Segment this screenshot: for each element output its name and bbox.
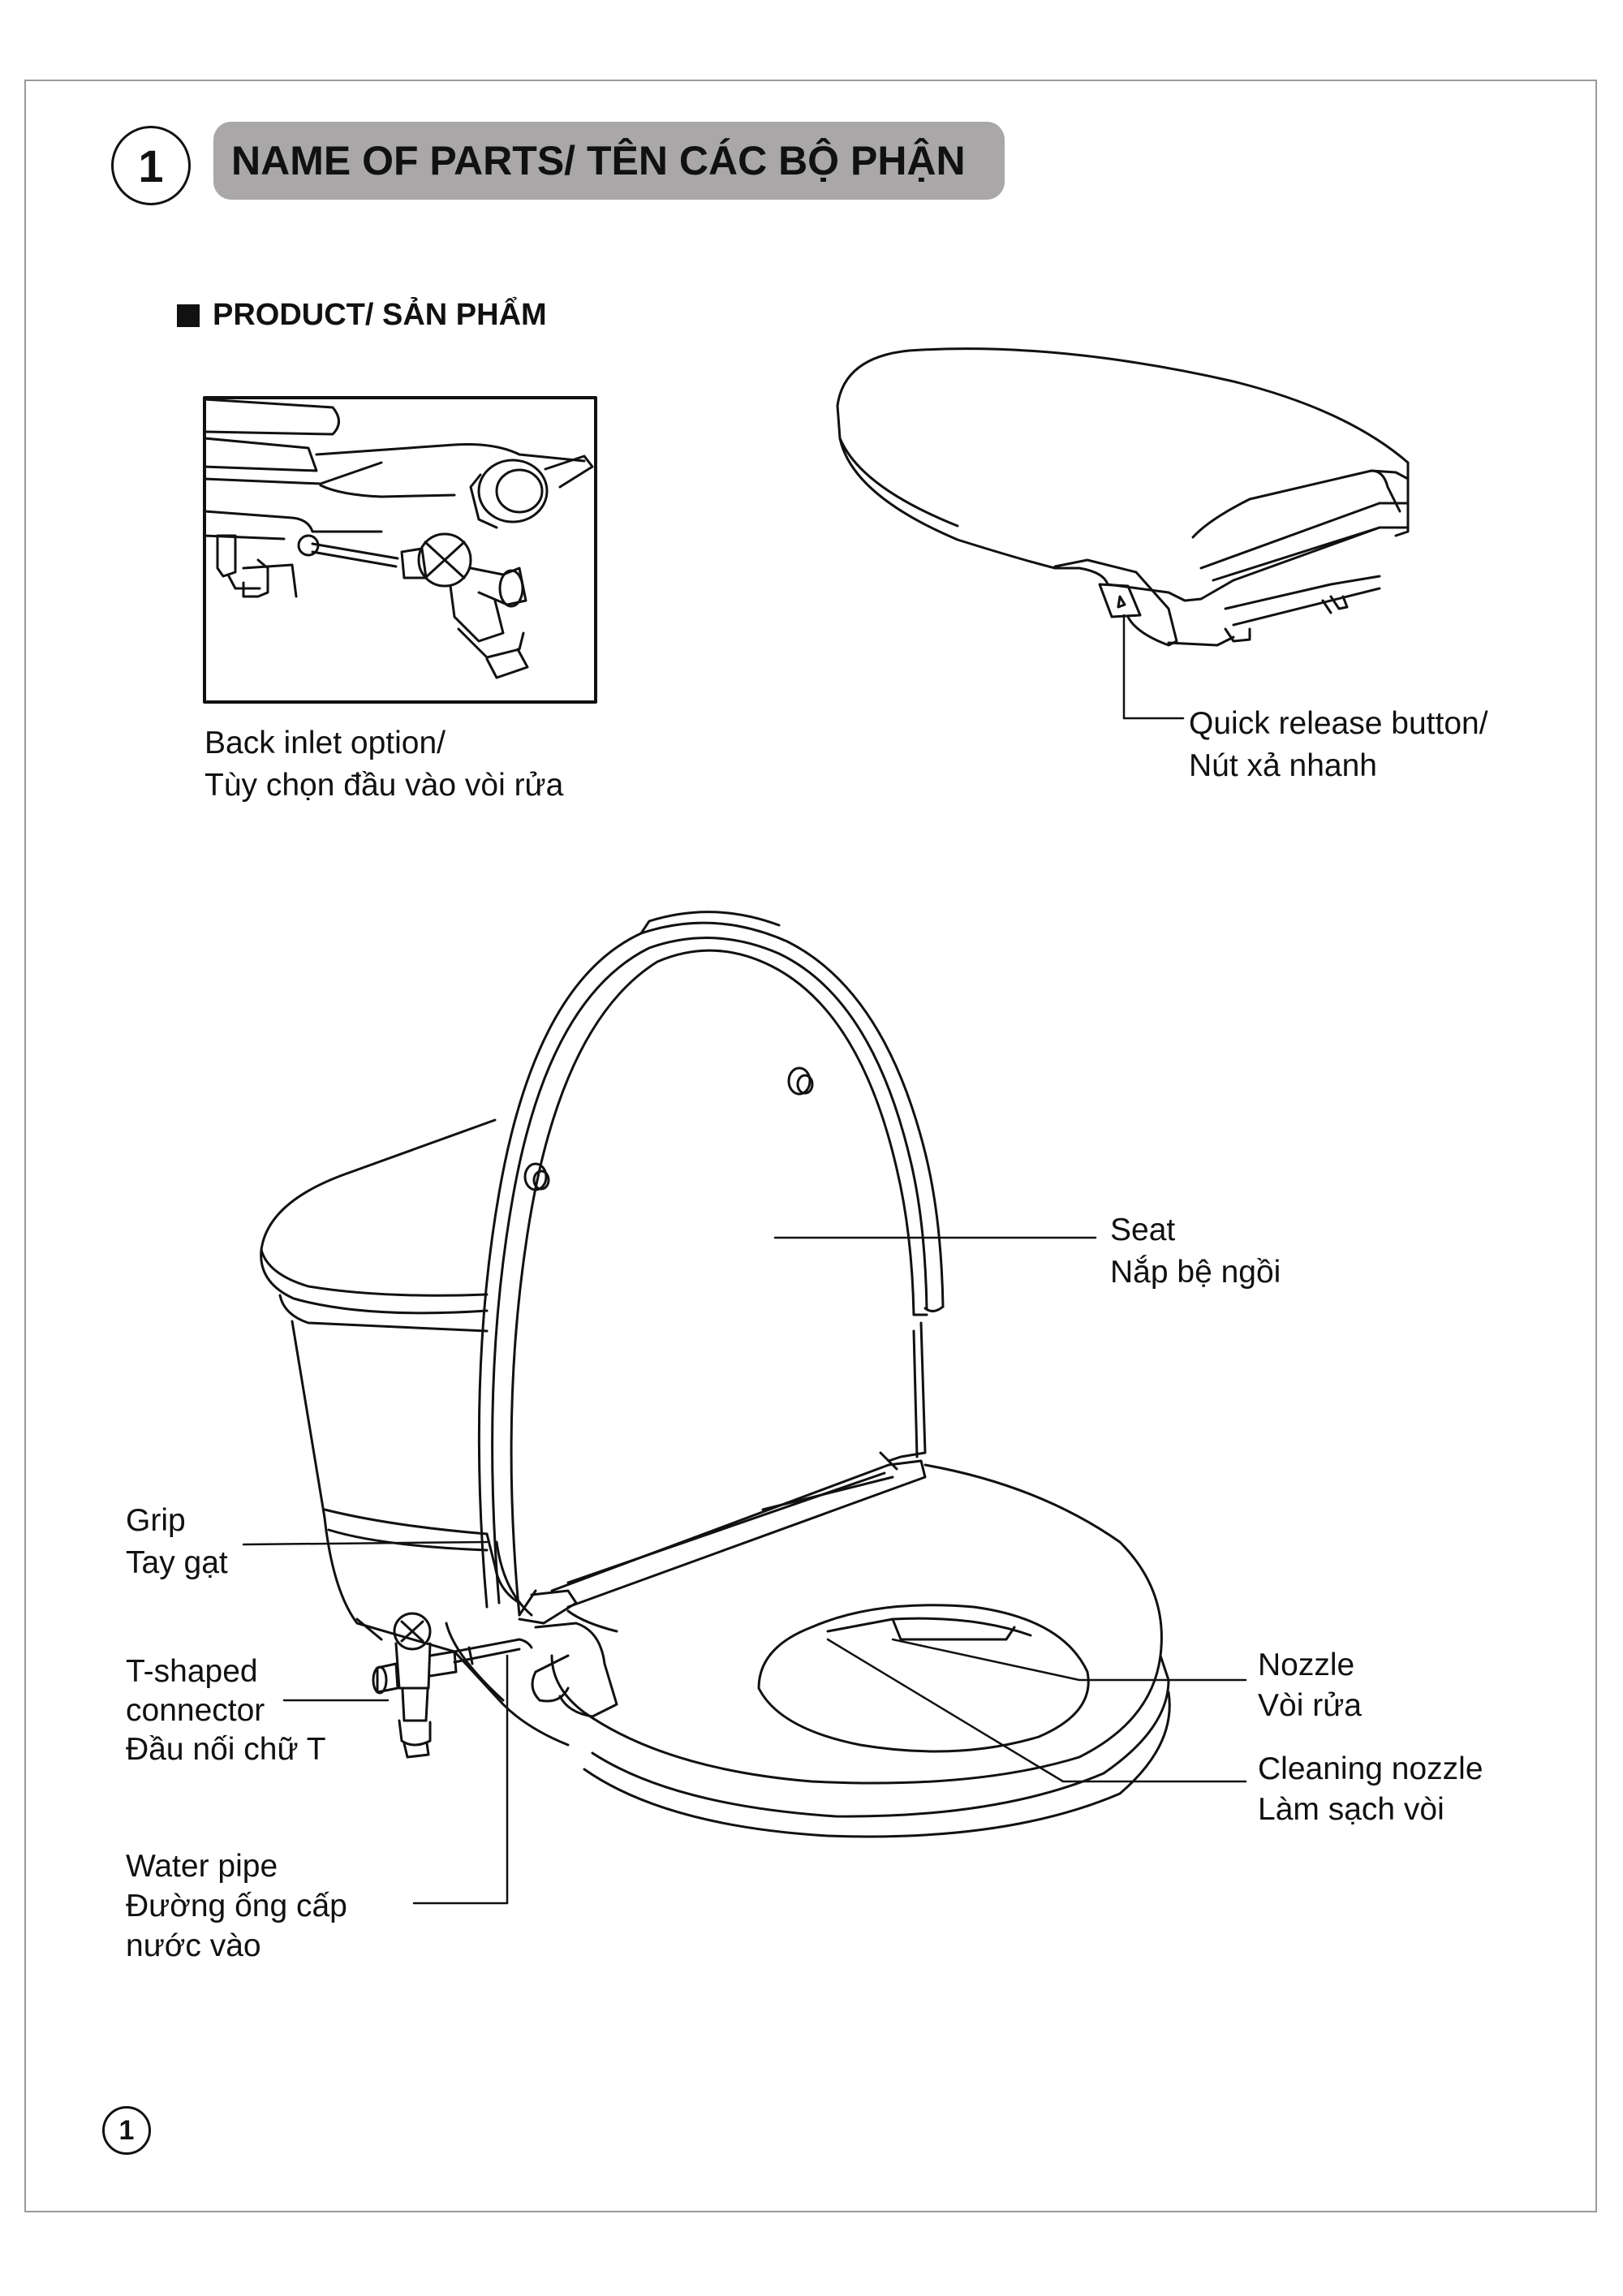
subsection-heading: PRODUCT/ SẢN PHẨM [177,298,547,333]
nozzle-leader [891,1638,1247,1682]
page-frame [24,80,1597,2212]
cleaning-nozzle-leader [826,1638,1247,1783]
subsection-title: PRODUCT/ SẢN PHẨM [213,298,547,332]
back-inlet-label: Back inlet option/ Tùy chọn đầu vào vòi … [204,726,564,803]
water-pipe-leader [412,1654,509,1905]
nozzle-label: Nozzle Vòi rửa [1258,1648,1362,1723]
quick-release-label: Quick release button/ Nút xả nhanh [1189,706,1488,783]
section-number-badge: 1 [111,126,191,205]
page-number: 1 [102,2106,151,2155]
leader-lines [242,1236,1247,1905]
detached-seat-drawing [836,347,1410,647]
quick-release-leader [1122,614,1185,720]
square-bullet-icon [177,304,200,327]
cleaning-nozzle-label: Cleaning nozzle Làm sạch vòi [1258,1751,1483,1827]
grip-leader [242,1540,489,1546]
back-inlet-inset [203,396,597,704]
section-title: NAME OF PARTS/ TÊN CÁC BỘ PHẬN [213,122,1005,200]
t-connector-label: T-shaped connector Đầu nối chữ T [126,1654,326,1767]
water-pipe-label: Water pipe Đường ống cấp nước vào [126,1849,347,1963]
seat-label: Seat Nắp bệ ngồi [1110,1213,1281,1290]
toilet-drawing [260,911,1171,1838]
grip-label: Grip Tay gạt [126,1503,228,1580]
